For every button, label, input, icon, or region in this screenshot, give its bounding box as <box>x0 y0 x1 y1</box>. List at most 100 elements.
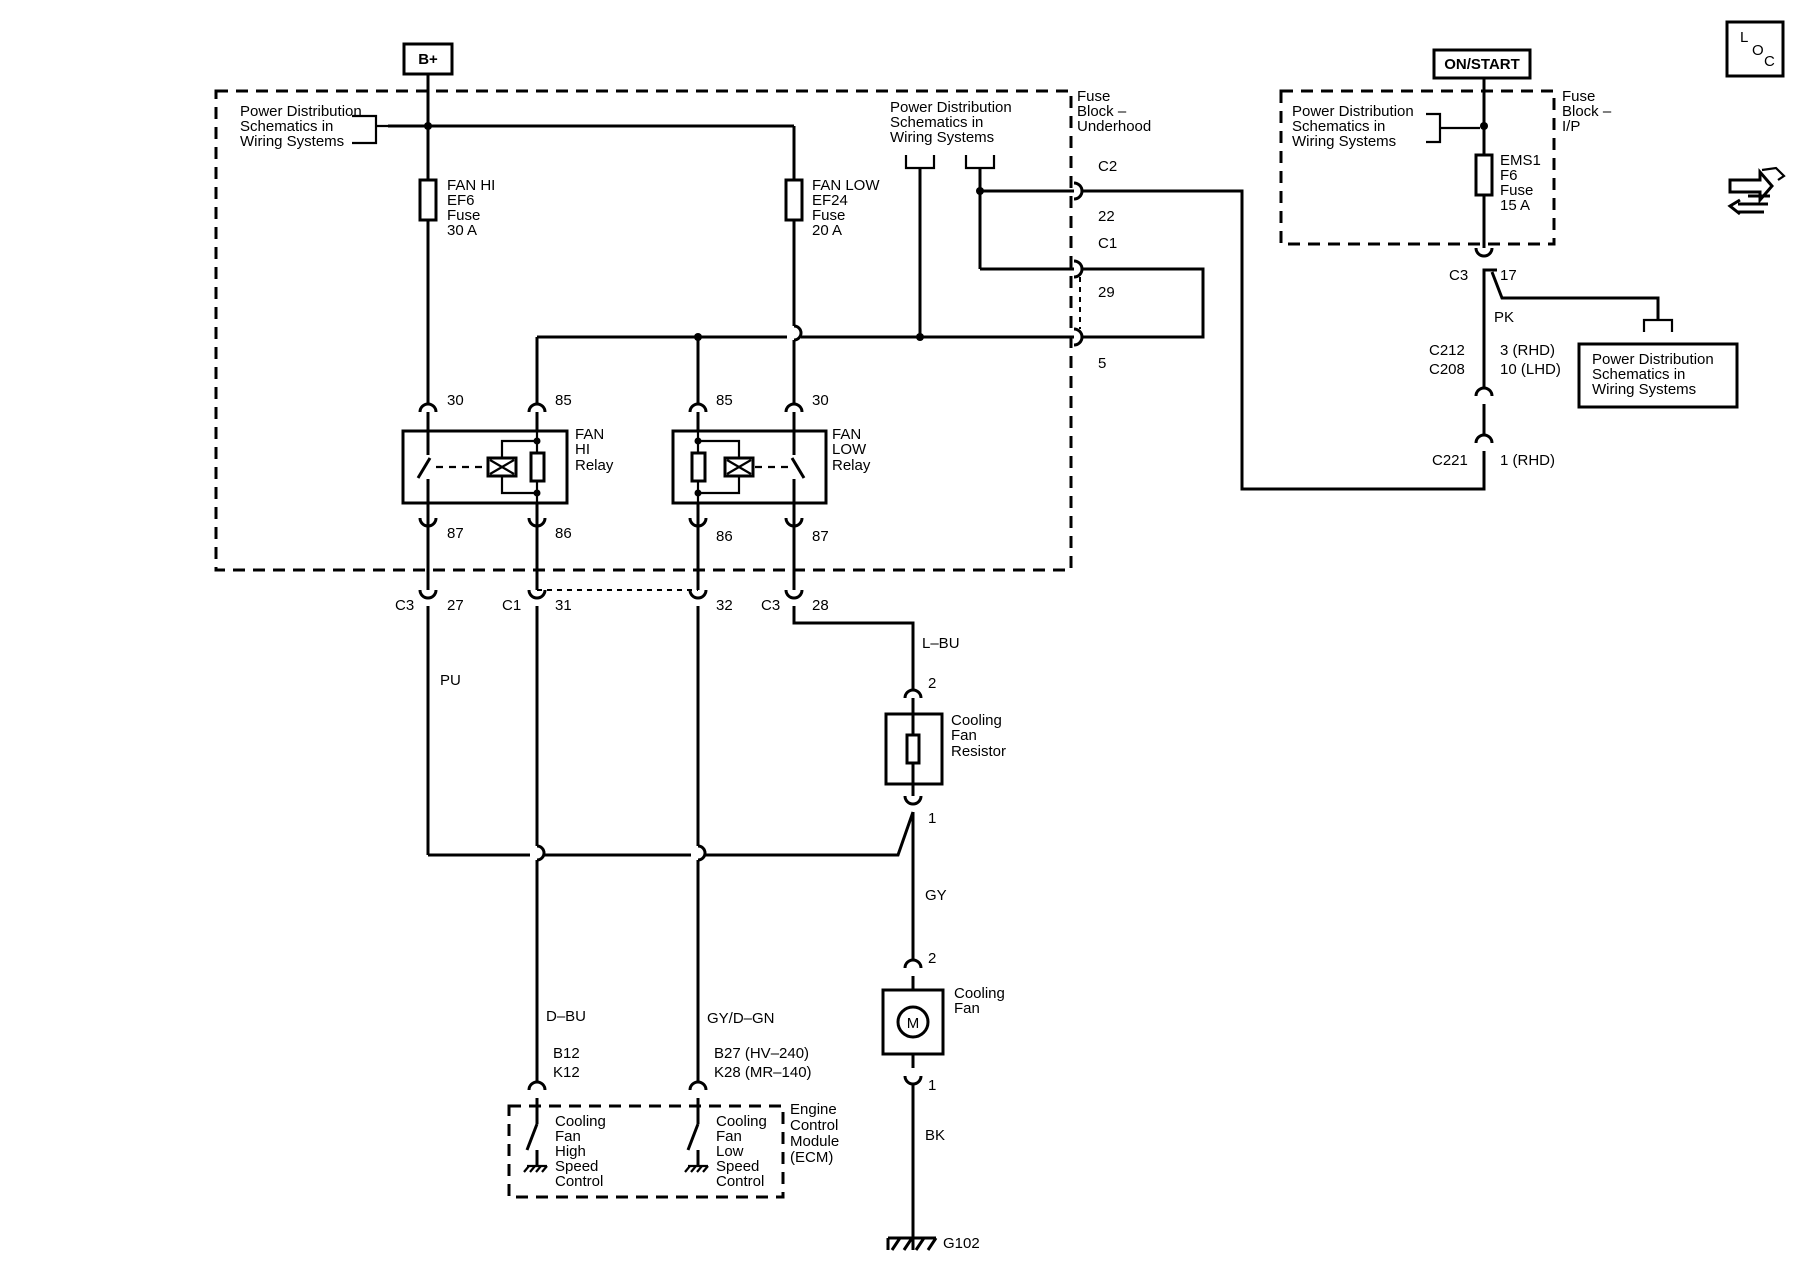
svg-text:85: 85 <box>555 392 572 409</box>
svg-text:C221: C221 <box>1432 452 1468 469</box>
svg-text:C208: C208 <box>1429 361 1465 378</box>
onstart-source: ON/START <box>1432 48 1532 80</box>
svg-text:Underhood: Underhood <box>1077 118 1151 135</box>
svg-text:FAN: FAN <box>575 426 604 443</box>
svg-text:2: 2 <box>928 675 936 692</box>
ecm-low-speed-control: Cooling Fan Low Speed Control <box>684 1098 767 1190</box>
bplus-source: B+ <box>402 42 454 76</box>
svg-text:Speed: Speed <box>555 1158 598 1175</box>
svg-text:86: 86 <box>555 525 572 542</box>
svg-text:Fuse: Fuse <box>812 207 845 224</box>
svg-text:High: High <box>555 1143 586 1160</box>
svg-text:Fan: Fan <box>555 1128 581 1145</box>
svg-text:Wiring Systems: Wiring Systems <box>1292 133 1396 150</box>
wire-gy: GY <box>925 887 947 904</box>
pd-ref-right-box: Power Distribution Schematics in Wiring … <box>1577 318 1739 409</box>
svg-text:28: 28 <box>812 597 829 614</box>
svg-text:K28 (MR–140): K28 (MR–140) <box>714 1064 812 1081</box>
svg-text:3 (RHD): 3 (RHD) <box>1500 342 1555 359</box>
svg-text:Engine: Engine <box>790 1101 837 1118</box>
svg-text:Resistor: Resistor <box>951 743 1006 760</box>
wire-bk: BK <box>925 1127 945 1144</box>
ems1-fuse: EMS1 F6 Fuse 15 A <box>1474 152 1541 214</box>
svg-text:F6: F6 <box>1500 167 1518 184</box>
svg-text:15 A: 15 A <box>1500 197 1530 214</box>
bplus-label: B+ <box>418 51 438 68</box>
svg-text:1 (RHD): 1 (RHD) <box>1500 452 1555 469</box>
svg-text:EMS1: EMS1 <box>1500 152 1541 169</box>
svg-text:Wiring Systems: Wiring Systems <box>1592 381 1696 398</box>
wire-pu: PU <box>440 672 461 689</box>
svg-text:Fan: Fan <box>951 727 977 744</box>
svg-text:30: 30 <box>812 392 829 409</box>
svg-text:FAN: FAN <box>832 426 861 443</box>
ecm-high-speed-control: Cooling Fan High Speed Control <box>523 1098 606 1190</box>
svg-text:Schematics in: Schematics in <box>240 118 333 135</box>
fan-hi-fuse: FAN HI EF6 Fuse 30 A <box>418 177 495 239</box>
junction-dots <box>424 122 1488 341</box>
svg-text:20 A: 20 A <box>812 222 842 239</box>
svg-text:Fan: Fan <box>716 1128 742 1145</box>
svg-text:32: 32 <box>716 597 733 614</box>
svg-text:Control: Control <box>555 1173 603 1190</box>
underhood-fuse-block-outline <box>214 89 1073 572</box>
svg-text:29: 29 <box>1098 284 1115 301</box>
svg-text:LOW: LOW <box>832 441 867 458</box>
ip-fuse-block-outline <box>1279 89 1556 246</box>
svg-text:86: 86 <box>716 528 733 545</box>
ecm-label: Engine Control Module (ECM) <box>790 1101 839 1166</box>
svg-text:Block –: Block – <box>1562 103 1612 120</box>
fan-low-fuse: FAN LOW EF24 Fuse 20 A <box>784 177 880 239</box>
svg-text:Fan: Fan <box>954 1000 980 1017</box>
svg-text:FAN LOW: FAN LOW <box>812 177 880 194</box>
wire-lbu: L–BU <box>922 635 960 652</box>
svg-text:2: 2 <box>928 950 936 967</box>
svg-text:Power Distribution: Power Distribution <box>1292 103 1414 120</box>
svg-text:Module: Module <box>790 1133 839 1150</box>
svg-text:C1: C1 <box>502 597 521 614</box>
svg-text:Control: Control <box>790 1117 838 1134</box>
wire-color-labels: PU L–BU GY BK D–BU GY/D–GN PK <box>440 309 1514 1144</box>
svg-text:87: 87 <box>447 525 464 542</box>
svg-text:C212: C212 <box>1429 342 1465 359</box>
pd-ref-left: Power Distribution Schematics in Wiring … <box>240 103 388 150</box>
cooling-fan-resistor: Cooling Fan Resistor <box>884 698 1006 796</box>
ecm-outline <box>507 1104 785 1199</box>
svg-text:17: 17 <box>1500 267 1517 284</box>
ground-g102: G102 <box>886 1235 980 1252</box>
loc-icon[interactable]: L O C <box>1725 20 1785 78</box>
svg-text:C2: C2 <box>1098 158 1117 175</box>
onstart-label: ON/START <box>1444 56 1520 73</box>
svg-text:22: 22 <box>1098 208 1115 225</box>
svg-text:Relay: Relay <box>575 457 614 474</box>
svg-text:(ECM): (ECM) <box>790 1149 833 1166</box>
svg-text:Block –: Block – <box>1077 103 1127 120</box>
navigation-arrows-icon[interactable] <box>1727 166 1786 216</box>
svg-text:Fuse: Fuse <box>1077 88 1110 105</box>
cooling-fan-motor: M Cooling Fan <box>881 985 1005 1056</box>
svg-text:Power Distribution: Power Distribution <box>240 103 362 120</box>
fan-low-relay: FAN LOW Relay <box>671 426 871 505</box>
svg-text:Fuse: Fuse <box>447 207 480 224</box>
svg-text:Schematics in: Schematics in <box>1292 118 1385 135</box>
svg-text:Cooling: Cooling <box>555 1113 606 1130</box>
svg-text:30: 30 <box>447 392 464 409</box>
svg-text:Cooling: Cooling <box>954 985 1005 1002</box>
svg-text:EF6: EF6 <box>447 192 475 209</box>
underhood-block-label: Fuse Block – Underhood <box>1077 88 1151 135</box>
svg-text:Power Distribution: Power Distribution <box>1592 351 1714 368</box>
svg-text:C1: C1 <box>1098 235 1117 252</box>
svg-text:O: O <box>1752 42 1764 59</box>
svg-text:87: 87 <box>812 528 829 545</box>
svg-text:B27 (HV–240): B27 (HV–240) <box>714 1045 809 1062</box>
pin-labels: 30 85 87 86 85 30 86 87 C2 22 C1 29 5 C3… <box>395 158 1561 1094</box>
svg-text:C: C <box>1764 53 1775 70</box>
svg-text:27: 27 <box>447 597 464 614</box>
svg-text:Control: Control <box>716 1173 764 1190</box>
svg-text:85: 85 <box>716 392 733 409</box>
svg-text:C3: C3 <box>395 597 414 614</box>
wire-pk: PK <box>1494 309 1514 326</box>
svg-text:Schematics in: Schematics in <box>890 114 983 131</box>
svg-text:L: L <box>1740 29 1748 46</box>
